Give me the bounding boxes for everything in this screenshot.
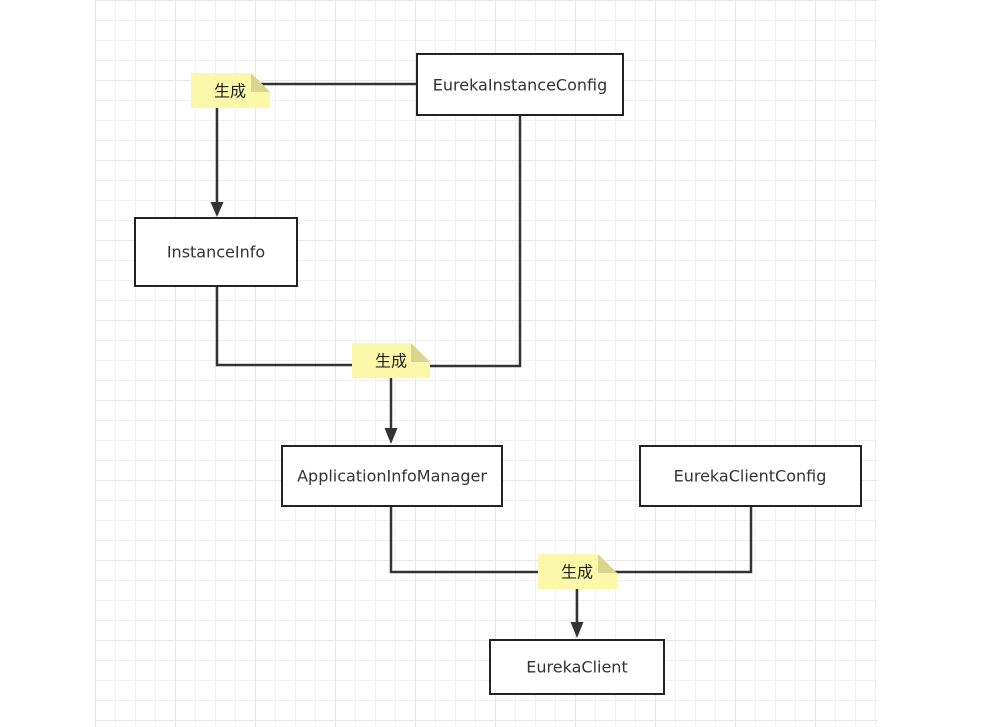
note-fold (598, 554, 617, 573)
node-label: InstanceInfo (167, 243, 265, 262)
node-box (134, 217, 298, 287)
node-label: EurekaClient (526, 658, 627, 677)
node-label: EurekaClientConfig (674, 467, 827, 486)
note-label: 生成 (375, 352, 407, 371)
grid-background (95, 0, 878, 727)
connector-eureka-instance-config-to-note-2 (400, 115, 522, 368)
note-body (191, 73, 270, 108)
node-box (489, 639, 665, 695)
note-1: 生成 (191, 73, 270, 108)
connector-application-info-manager-to-note-3 (389, 506, 560, 574)
node-label: EurekaInstanceConfig (433, 76, 608, 95)
note-fold (411, 343, 430, 362)
note-body (352, 343, 430, 378)
connector-instance-info-to-note-2 (215, 286, 380, 367)
arrowhead-eureka-client (570, 622, 584, 638)
node-eureka-instance-config: EurekaInstanceConfig (416, 53, 624, 116)
note-label: 生成 (561, 563, 593, 582)
node-box (639, 445, 862, 507)
note-body (538, 554, 617, 589)
note-fold (251, 73, 270, 92)
node-eureka-client-config: EurekaClientConfig (639, 445, 862, 507)
node-application-info-manager: ApplicationInfoManager (281, 445, 503, 507)
node-box (416, 53, 624, 116)
node-eureka-client: EurekaClient (489, 639, 665, 695)
connector-eureka-client-config-to-note-3 (595, 506, 753, 574)
arrowhead-application-info-manager (384, 428, 398, 444)
note-3: 生成 (538, 554, 617, 589)
arrowhead-instance-info (210, 202, 224, 217)
note-2: 生成 (352, 343, 430, 378)
node-label: ApplicationInfoManager (297, 467, 487, 486)
note-label: 生成 (214, 82, 246, 101)
node-instance-info: InstanceInfo (134, 217, 298, 287)
node-box (281, 445, 503, 507)
